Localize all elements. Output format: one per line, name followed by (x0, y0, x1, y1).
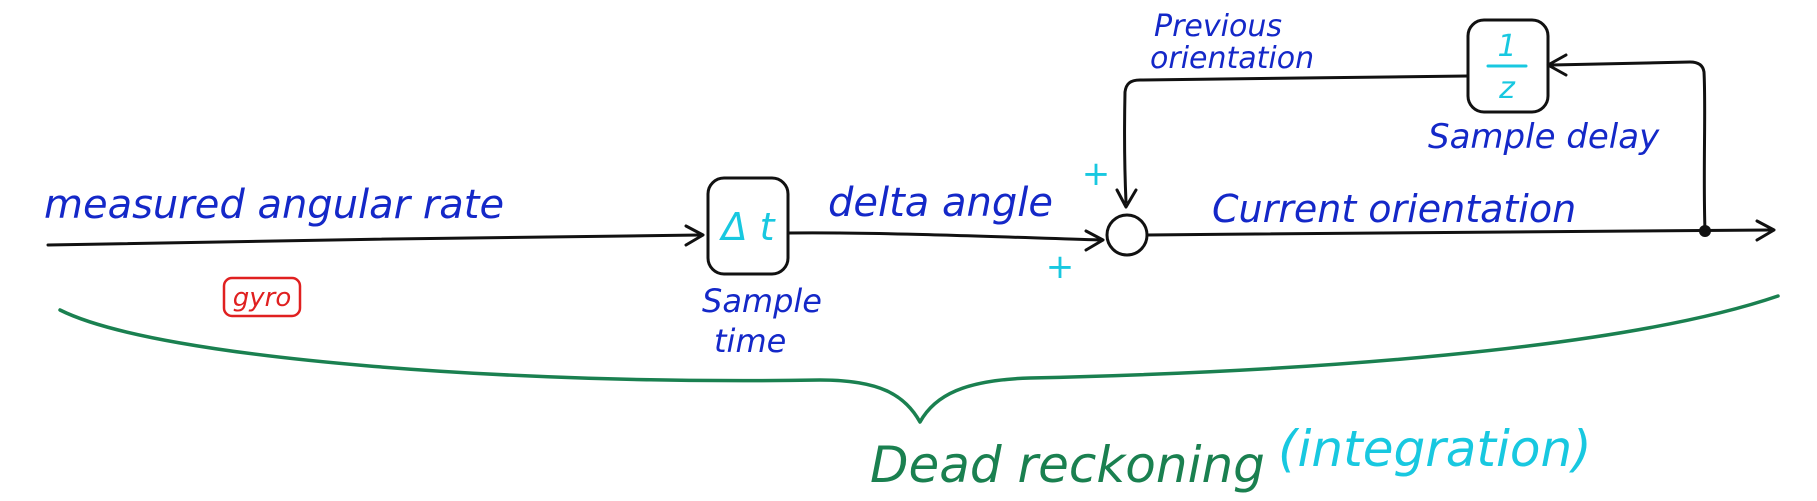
summing-junction (1105, 213, 1149, 257)
sample-time-block (706, 176, 790, 276)
sample-delay-label: Sample delay (1428, 117, 1660, 157)
input-signal-line (46, 233, 702, 247)
sample-delay-denominator: z (1498, 71, 1516, 106)
feedback-line-up (1550, 60, 1707, 233)
gyro-tag-label: gyro (233, 283, 292, 313)
previous-orientation-label-line2: orientation (1150, 41, 1314, 76)
dead-reckoning-label: Dead reckoning (870, 436, 1265, 494)
previous-orientation-label-line1: Previous (1154, 9, 1282, 44)
previous-orientation-line (1123, 74, 1470, 204)
sample-time-block-symbol: Δ t (719, 205, 777, 249)
integration-label: (integration) (1278, 420, 1592, 478)
gyro-tag-box (222, 276, 302, 318)
delta-angle-arrowhead (1084, 229, 1105, 252)
dead-reckoning-brace (58, 294, 1780, 424)
sample-delay-block (1466, 18, 1550, 114)
sample-delay-numerator: 1 (1497, 29, 1516, 64)
current-orientation-line (1145, 228, 1772, 237)
input-arrowhead (684, 224, 705, 247)
delta-angle-line (786, 231, 1102, 242)
measured-angular-rate-label: measured angular rate (44, 182, 504, 228)
current-orientation-label: Current orientation (1212, 187, 1576, 231)
output-arrowhead (1755, 219, 1776, 242)
plus-sign-delta: + (1046, 247, 1075, 287)
plus-sign-feedback: + (1082, 154, 1111, 194)
previous-orientation-arrowhead (1115, 188, 1138, 209)
sample-time-label-line2: time (714, 322, 786, 360)
sample-time-label-line1: Sample (702, 282, 822, 320)
delta-angle-label: delta angle (828, 180, 1053, 226)
